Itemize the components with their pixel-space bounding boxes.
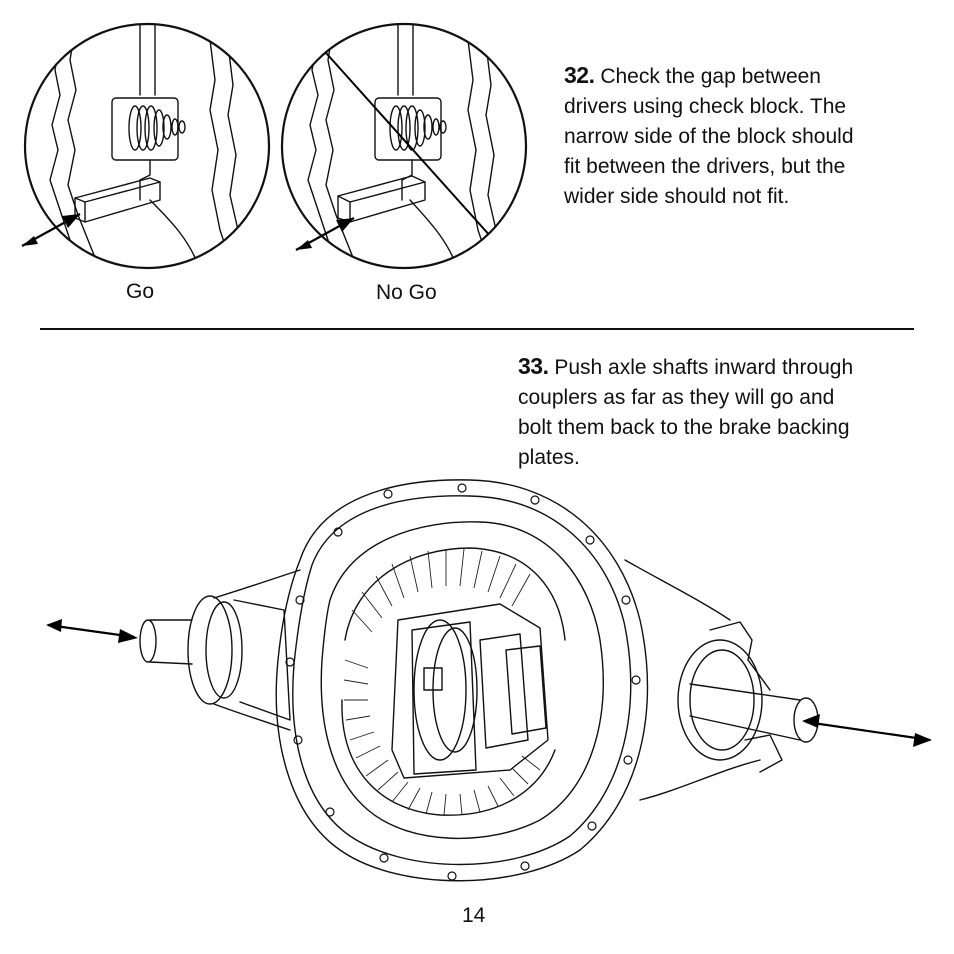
- step-32-line-2: drivers using check block. The: [564, 95, 847, 118]
- step-32-line-1: 32. Check the gap between: [564, 62, 821, 88]
- locker-carrier: [391, 603, 549, 779]
- step-33-line-2: couplers as far as they will go and: [518, 386, 835, 409]
- step-33-text: 33. Push axle shafts inward through coup…: [518, 351, 918, 473]
- section-divider: [40, 328, 914, 330]
- step-32-text: 32. Check the gap between drivers using …: [564, 60, 924, 212]
- step-33-number: 33.: [518, 353, 549, 379]
- step-32-line-4: fit between the drivers, but the: [564, 155, 846, 178]
- page-number: 14: [462, 904, 486, 927]
- step-32-number: 32.: [564, 62, 595, 88]
- step-32-line-3: narrow side of the block should: [564, 125, 854, 148]
- step-33-line-3: bolt them back to the brake backing: [518, 416, 850, 439]
- left-push-arrow: [46, 619, 138, 643]
- go-circle: [21, 22, 271, 270]
- no-go-circle: [280, 22, 528, 270]
- ring-gear: [341, 547, 566, 816]
- no-go-caption: No Go: [376, 281, 437, 304]
- flange-bolts: [285, 483, 641, 881]
- go-caption: Go: [126, 280, 155, 303]
- right-push-arrow: [802, 714, 932, 747]
- differential-housing: [139, 479, 819, 882]
- step-33-line-1: 33. Push axle shafts inward through: [518, 353, 854, 379]
- step-33-line-4: plates.: [518, 446, 580, 469]
- step-32-line-5: wider side should not fit.: [564, 185, 790, 208]
